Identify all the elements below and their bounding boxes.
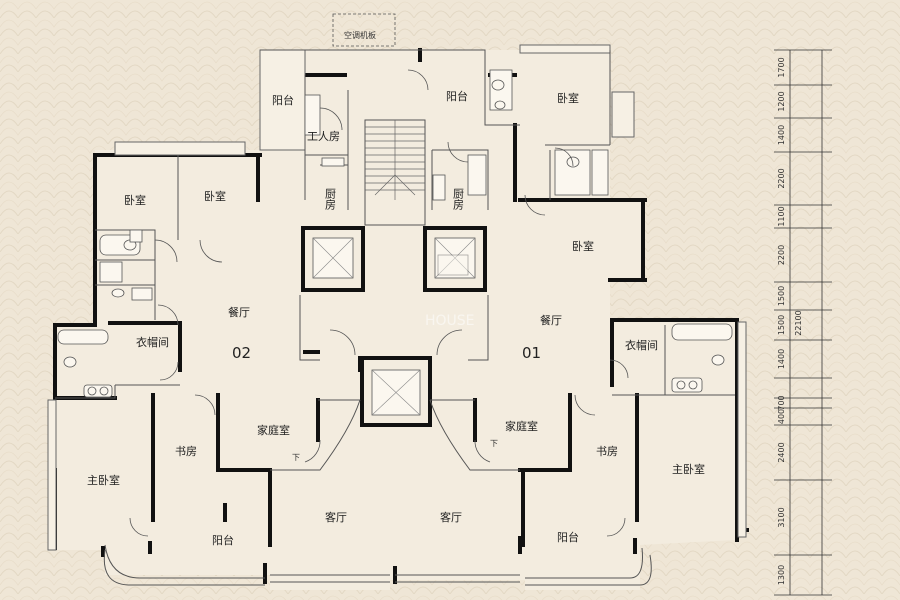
- label-study-right: 书房: [596, 445, 618, 458]
- dimension-label: 1100: [777, 206, 786, 226]
- dimension-label: 3100: [777, 507, 786, 527]
- label-family-room-right: 家庭室: [505, 419, 538, 433]
- label-bedroom-left-2: 卧室: [204, 189, 226, 203]
- watermark: HOUSE: [425, 313, 475, 329]
- label-closet-right: 衣帽间: [625, 338, 658, 352]
- dimension-label: 700: [777, 395, 786, 410]
- label-bedroom-top-right: 卧室: [557, 91, 579, 105]
- label-living-right: 客厅: [440, 510, 462, 524]
- dimension-label: 1400: [777, 125, 786, 145]
- label-balcony-bottom-right: 阳台: [557, 530, 579, 544]
- elevator-bottom: [371, 369, 421, 416]
- dimension-total: 22100: [794, 310, 803, 335]
- ac-platform-frame: [332, 13, 396, 47]
- ac-platform-label: 空调机板: [344, 30, 376, 40]
- dimension-strip: 1700 1200 1400 2200 1100 2200 1500 1500 1400 7004…: [774, 49, 832, 596]
- dimension-label: 1500: [777, 315, 786, 335]
- partitions: [47, 13, 747, 586]
- dimension-label: 2200: [777, 245, 786, 265]
- fixtures: [57, 69, 733, 398]
- dimension-label: 400: [777, 409, 786, 424]
- label-dining-left: 餐厅: [228, 305, 250, 319]
- stair-mark-left: 下: [292, 453, 300, 462]
- elevator-left: [312, 237, 354, 279]
- dimension-label: 2200: [777, 168, 786, 188]
- label-living-left: 客厅: [325, 510, 347, 524]
- label-balcony-bottom-left: 阳台: [212, 533, 234, 547]
- label-master-bedroom-left: 主卧室: [87, 473, 120, 487]
- label-kitchen-right: 厨房: [452, 188, 465, 211]
- label-study-left: 书房: [175, 445, 197, 458]
- label-balcony-top-left: 阳台: [272, 93, 294, 107]
- label-family-room-left: 家庭室: [257, 423, 290, 437]
- label-closet-left: 衣帽间: [136, 335, 169, 349]
- label-master-bedroom-right: 主卧室: [672, 462, 705, 476]
- dimension-label: 1200: [777, 91, 786, 111]
- dimension-label: 1400: [777, 349, 786, 369]
- door-swings: [129, 69, 629, 537]
- dimension-label: 1700: [777, 57, 786, 77]
- unit-number-left: 02: [232, 344, 251, 362]
- room-labels: 空调机板 阳台 工人房 阳台 卧室 厨房 厨房 卧室 卧室 卧室 餐厅 餐厅 衣…: [87, 30, 705, 547]
- dimension-label: 2400: [777, 442, 786, 462]
- label-balcony-top-right: 阳台: [446, 89, 468, 103]
- label-kitchen-left: 厨房: [324, 188, 337, 211]
- dimension-label: 1300: [777, 565, 786, 585]
- label-bedroom-right: 卧室: [572, 239, 594, 253]
- label-maid-room: 工人房: [307, 130, 340, 143]
- dimension-label: 1500: [777, 286, 786, 306]
- stair-mark-right: 下: [490, 439, 498, 448]
- unit-number-right: 01: [522, 344, 541, 362]
- label-bedroom-left-1: 卧室: [124, 193, 146, 207]
- label-dining-right: 餐厅: [540, 313, 562, 327]
- stair-treads: [365, 120, 425, 200]
